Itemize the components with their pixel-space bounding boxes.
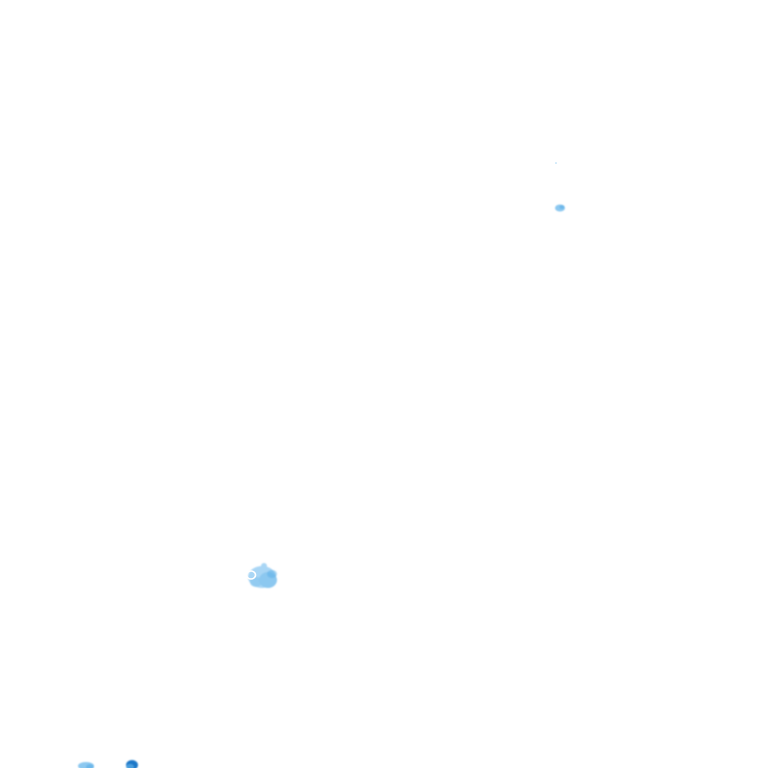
cluster-speck-lower-left xyxy=(245,563,277,588)
small-speck-upper-right xyxy=(555,204,565,212)
tiny-dot-upper-right xyxy=(555,162,557,164)
edge-fragment-bottom-left xyxy=(78,762,94,768)
edge-fragment-bottom-left-dark xyxy=(126,760,138,768)
